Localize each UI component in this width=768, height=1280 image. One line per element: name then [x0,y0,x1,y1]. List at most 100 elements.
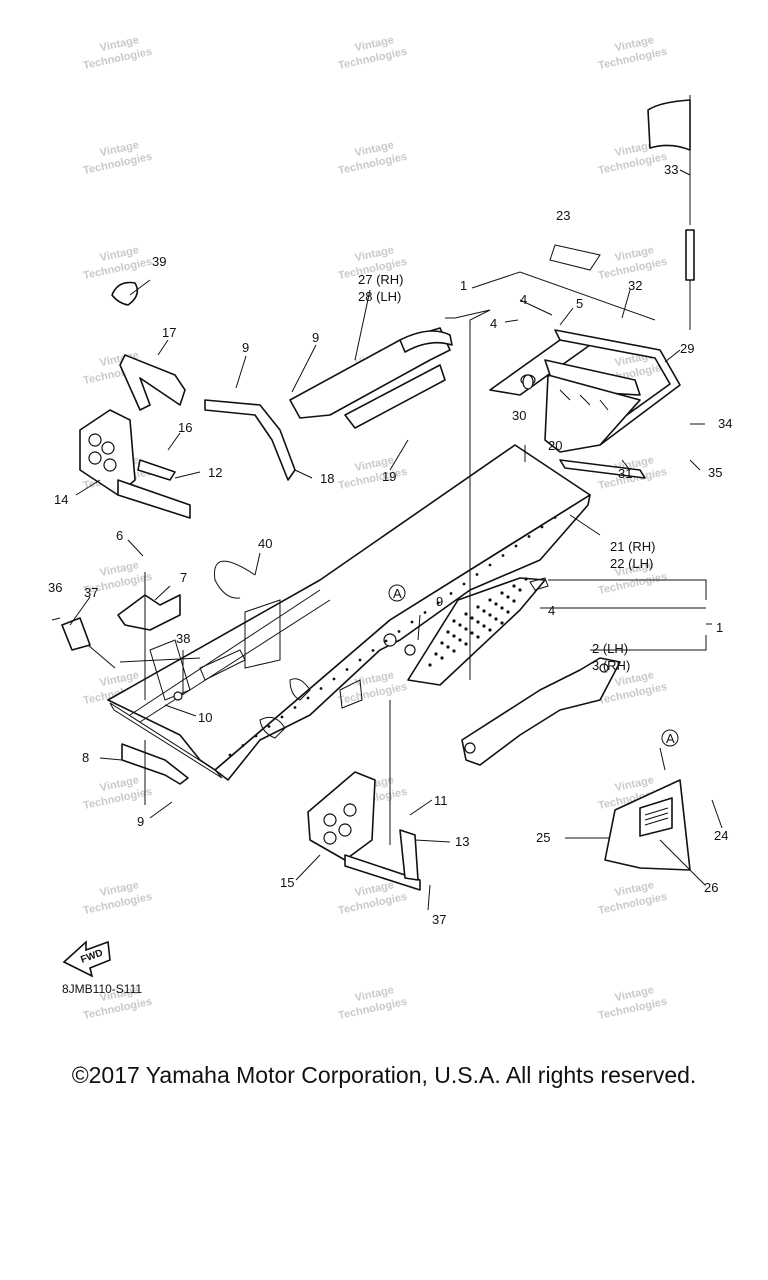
rivet-dot [397,630,401,633]
reference-label: A [666,731,675,746]
diagram-code: 8JMB110-S111 [62,982,142,996]
running-board-part [407,577,549,686]
board-hole [452,634,456,638]
board-hole [482,624,486,628]
rivet-dot [358,658,362,662]
board-hole [464,627,468,631]
callout-label: 19 [382,469,396,484]
callout-label: 2 (LH) [592,641,628,656]
rivet-dot [241,744,245,747]
callout-label: 10 [198,710,212,725]
board-hole [452,619,456,623]
callout-label: 20 [548,438,562,453]
callout-label: 12 [208,465,222,480]
callout-label: 1 [716,620,723,635]
callout-label: 30 [512,408,526,423]
rod-part [204,399,296,481]
callout-label: 3 (RH) [592,658,630,673]
bracket-17-part [119,354,186,411]
rivet-dot [306,696,310,700]
board-hole [494,602,498,606]
rivet-dot [280,715,284,719]
callout-label: 39 [152,254,166,269]
rivet-dot [540,525,544,529]
cable-40-part [214,560,256,599]
callout-label: 29 [680,341,694,356]
callout-label: 31 [618,466,632,481]
callout-label: 34 [718,416,732,431]
bracket-12-part [117,479,191,519]
rivet-dot [228,753,232,757]
callout-label: 9 [312,330,319,345]
board-hole [476,620,480,624]
flag-part [647,95,695,330]
rivet-dot [514,544,518,548]
board-hole [494,617,498,621]
board-hole [434,652,438,656]
board-hole [470,631,474,635]
callout-label: 25 [536,830,550,845]
rivet-dot [501,554,505,557]
board-hole [500,621,504,625]
board-hole [476,605,480,609]
board-hole [446,645,450,649]
callout-label: 24 [714,828,728,843]
rivet-dot [410,620,414,624]
board-hole [440,641,444,645]
board-hole [518,588,522,592]
rivet-dot [423,611,427,614]
clip-39-part [111,281,139,306]
board-hole [476,635,480,639]
callout-label: 11 [434,793,448,808]
board-hole [470,616,474,620]
callout-label: 9 [137,814,144,829]
callout-label: 27 (RH) [358,272,404,287]
callout-label: 21 (RH) [610,539,656,554]
board-hole [482,609,486,613]
callout-label: 8 [82,750,89,765]
callout-label: 26 [704,880,718,895]
callout-label: 23 [556,208,570,223]
rivet-dot [319,687,323,690]
box-37-part [61,617,91,651]
rivet-dot [553,516,557,519]
fwd-arrow-icon: FWD [62,940,111,978]
callout-label: 4 [490,316,497,331]
board-hole [488,628,492,632]
callout-label: 36 [48,580,62,595]
rivet-dot [475,573,479,576]
tunnel-rivets [228,516,557,757]
board-hole [464,612,468,616]
board-hole [440,656,444,660]
board-hole [428,663,432,667]
callout-label: 18 [320,471,334,486]
board-hole [506,610,510,614]
rivet-dot [384,639,388,643]
board-hole [458,638,462,642]
rivet-dot [527,535,531,538]
rear-bumper-part [489,329,681,479]
callout-label: 9 [436,594,443,609]
rivet-dot [332,677,336,681]
board-hole [446,630,450,634]
board-hole [512,584,516,588]
rivet-dot [449,592,453,595]
board-hole [500,606,504,610]
callout-label: 15 [280,875,294,890]
rivet-dot [293,706,297,709]
rivet-dot [371,649,375,652]
callout-label: 40 [258,536,272,551]
callout-label: 32 [628,278,642,293]
reference-circle-a [661,729,679,747]
callout-label: 7 [180,570,187,585]
callout-label: 9 [242,340,249,355]
rivet-dot [254,734,258,738]
callout-label: 4 [548,603,555,618]
grommet-30-part [522,374,534,390]
callout-label: 38 [176,631,190,646]
copyright-notice: ©2017 Yamaha Motor Corporation, U.S.A. A… [71,1062,697,1088]
board-hole [452,649,456,653]
callout-label: 5 [576,296,583,311]
plate-15-part [307,771,376,861]
callout-label: 33 [664,162,678,177]
